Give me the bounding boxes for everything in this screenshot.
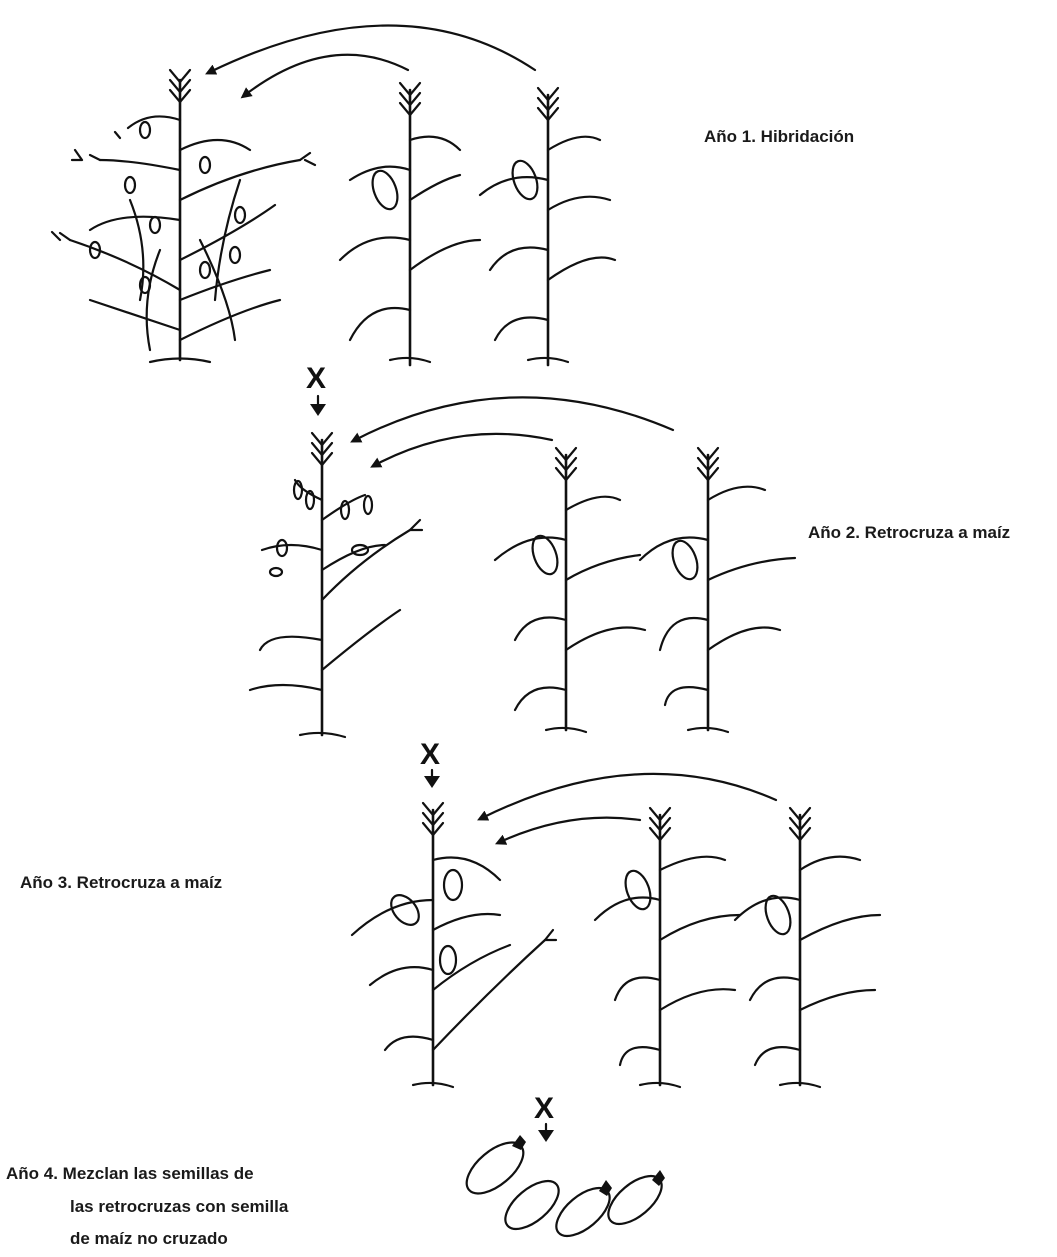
- pollen-arrow-2a: [375, 434, 552, 465]
- year1-hybrid-plant: [52, 70, 315, 362]
- step-label-year4-line3: de maíz no cruzado: [70, 1224, 228, 1254]
- step-label-year1: Año 1. Hibridación: [704, 122, 854, 152]
- year2-backcross-plant: [250, 433, 422, 737]
- year2-maize-plant-2: [640, 448, 795, 732]
- cross-symbol-1: X: [306, 364, 326, 394]
- step-label-year4-line2: las retrocruzas con semilla: [70, 1192, 288, 1222]
- cross-symbol-2: X: [420, 740, 440, 770]
- step-label-year3: Año 3. Retrocruza a maíz: [20, 868, 222, 898]
- pollen-arrow-3a: [500, 818, 640, 842]
- year1-maize-plant-1: [340, 83, 480, 365]
- seed-group: [458, 1133, 670, 1245]
- down-arrow-icon: [424, 770, 440, 788]
- year3-maize-plant-2: [735, 808, 880, 1087]
- year2-maize-plant-1: [495, 448, 645, 732]
- step-label-year4-line1: Año 4. Mezclan las semillas de: [6, 1159, 254, 1189]
- cross-symbol-3: X: [534, 1094, 554, 1124]
- pollen-arrow-1a: [245, 55, 408, 95]
- year1-maize-plant-2: [480, 88, 615, 365]
- year3-backcross-plant: [352, 803, 556, 1087]
- year3-maize-plant-1: [595, 808, 740, 1087]
- pollen-arrow-1b: [210, 25, 535, 72]
- pollen-arrow-3b: [482, 774, 776, 818]
- down-arrow-icon: [538, 1124, 554, 1142]
- step-label-year2: Año 2. Retrocruza a maíz: [808, 518, 1010, 548]
- down-arrow-icon: [310, 396, 326, 416]
- seed-icon: [600, 1167, 670, 1233]
